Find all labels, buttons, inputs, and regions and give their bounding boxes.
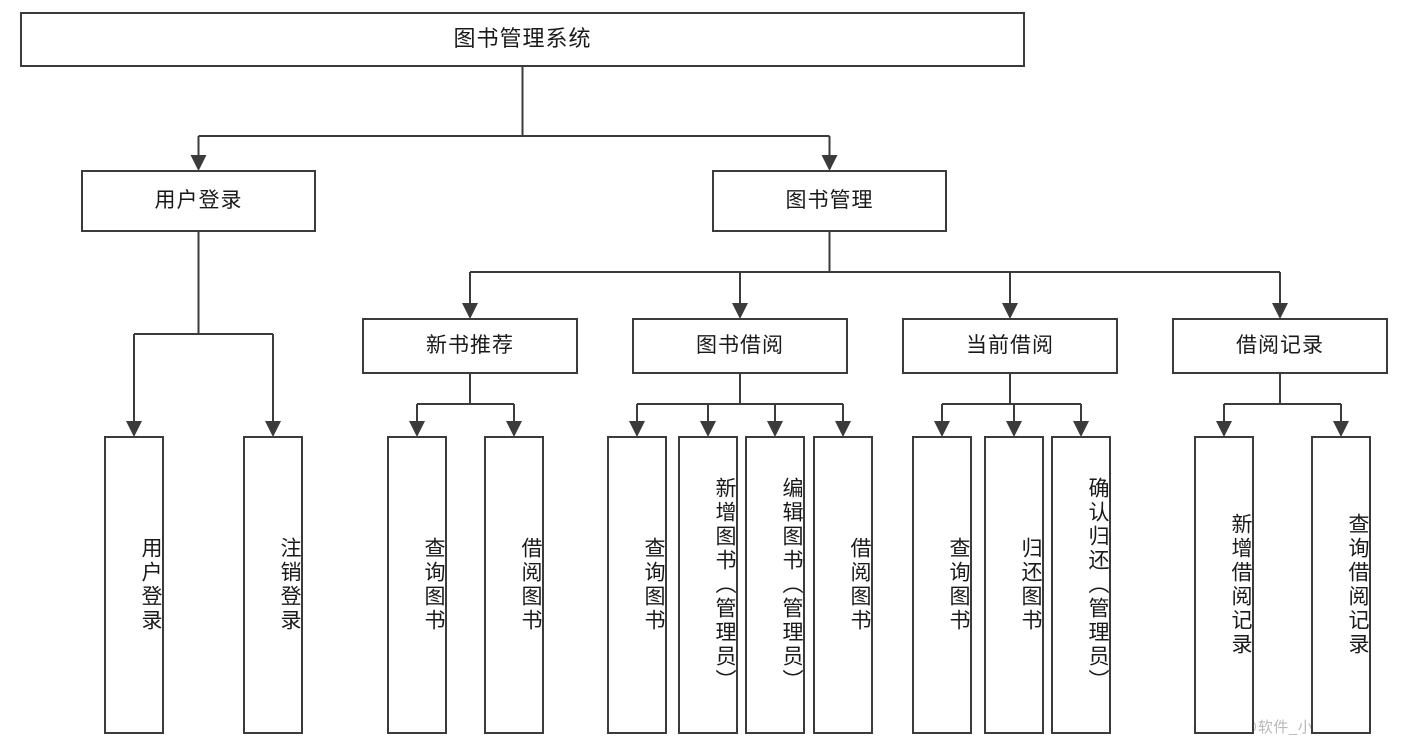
node-l3-current-borrow: 当前借阅 bbox=[902, 318, 1118, 374]
node-label: 编辑图书（管理员） bbox=[780, 477, 803, 693]
node-label: 新书推荐 bbox=[426, 334, 514, 358]
arrowhead-5-1 bbox=[1006, 421, 1022, 437]
arrowhead-5-2 bbox=[1073, 421, 1089, 437]
arrowhead-2-0 bbox=[462, 303, 478, 319]
node-leaf-add-book: 新增图书（管理员） bbox=[678, 436, 738, 734]
node-label: 查询图书 bbox=[947, 537, 970, 633]
arrowhead-2-2 bbox=[1002, 303, 1018, 319]
node-leaf-query-book-1: 查询图书 bbox=[387, 436, 447, 734]
node-label: 新增借阅记录 bbox=[1229, 513, 1252, 657]
node-leaf-user-login: 用户登录 bbox=[104, 436, 164, 734]
node-label: 当前借阅 bbox=[966, 334, 1054, 358]
arrowhead-4-0 bbox=[629, 421, 645, 437]
arrowhead-4-3 bbox=[835, 421, 851, 437]
node-leaf-edit-book: 编辑图书（管理员） bbox=[745, 436, 805, 734]
arrowhead-6-1 bbox=[1333, 421, 1349, 437]
node-label: 查询图书 bbox=[642, 537, 665, 633]
arrowhead-2-1 bbox=[732, 303, 748, 319]
node-leaf-return-book: 归还图书 bbox=[984, 436, 1044, 734]
node-label: 用户登录 bbox=[154, 189, 243, 213]
node-l3-book-borrow: 图书借阅 bbox=[632, 318, 848, 374]
node-label: 图书管理系统 bbox=[453, 26, 592, 52]
node-label: 图书借阅 bbox=[696, 334, 784, 358]
node-label: 注销登录 bbox=[278, 537, 301, 633]
node-label: 图书管理 bbox=[785, 189, 874, 213]
node-label: 借阅图书 bbox=[519, 537, 542, 633]
arrowhead-4-2 bbox=[767, 421, 783, 437]
node-label: 借阅记录 bbox=[1236, 334, 1324, 358]
node-label: 新增图书（管理员） bbox=[713, 477, 736, 693]
node-label: 查询借阅记录 bbox=[1346, 513, 1369, 657]
node-l2-book-manage: 图书管理 bbox=[712, 170, 947, 232]
node-leaf-confirm-return: 确认归还（管理员） bbox=[1051, 436, 1111, 734]
node-l3-new-book-rec: 新书推荐 bbox=[362, 318, 578, 374]
arrowhead-2-3 bbox=[1272, 303, 1288, 319]
node-leaf-logout: 注销登录 bbox=[243, 436, 303, 734]
node-leaf-query-book-3: 查询图书 bbox=[912, 436, 972, 734]
node-root: 图书管理系统 bbox=[20, 12, 1025, 67]
node-label: 查询图书 bbox=[422, 537, 445, 633]
node-leaf-borrow-book-2: 借阅图书 bbox=[813, 436, 873, 734]
arrowhead-1-1 bbox=[265, 421, 281, 437]
arrowhead-6-0 bbox=[1216, 421, 1232, 437]
arrowhead-0-1 bbox=[821, 155, 838, 171]
node-leaf-borrow-book-1: 借阅图书 bbox=[484, 436, 544, 734]
node-leaf-query-book-2: 查询图书 bbox=[607, 436, 667, 734]
arrowhead-0-0 bbox=[190, 155, 207, 171]
node-label: 确认归还（管理员） bbox=[1086, 477, 1109, 693]
node-l3-borrow-record: 借阅记录 bbox=[1172, 318, 1388, 374]
arrowhead-3-0 bbox=[409, 421, 425, 437]
arrowhead-4-1 bbox=[700, 421, 716, 437]
arrowhead-3-1 bbox=[506, 421, 522, 437]
arrowhead-5-0 bbox=[934, 421, 950, 437]
node-l2-user-login: 用户登录 bbox=[81, 170, 316, 232]
node-label: 用户登录 bbox=[139, 537, 162, 633]
arrowhead-1-0 bbox=[126, 421, 142, 437]
node-leaf-query-borrow-record: 查询借阅记录 bbox=[1311, 436, 1371, 734]
node-leaf-add-borrow-record: 新增借阅记录 bbox=[1194, 436, 1254, 734]
node-label: 归还图书 bbox=[1019, 537, 1042, 633]
node-label: 借阅图书 bbox=[848, 537, 871, 633]
